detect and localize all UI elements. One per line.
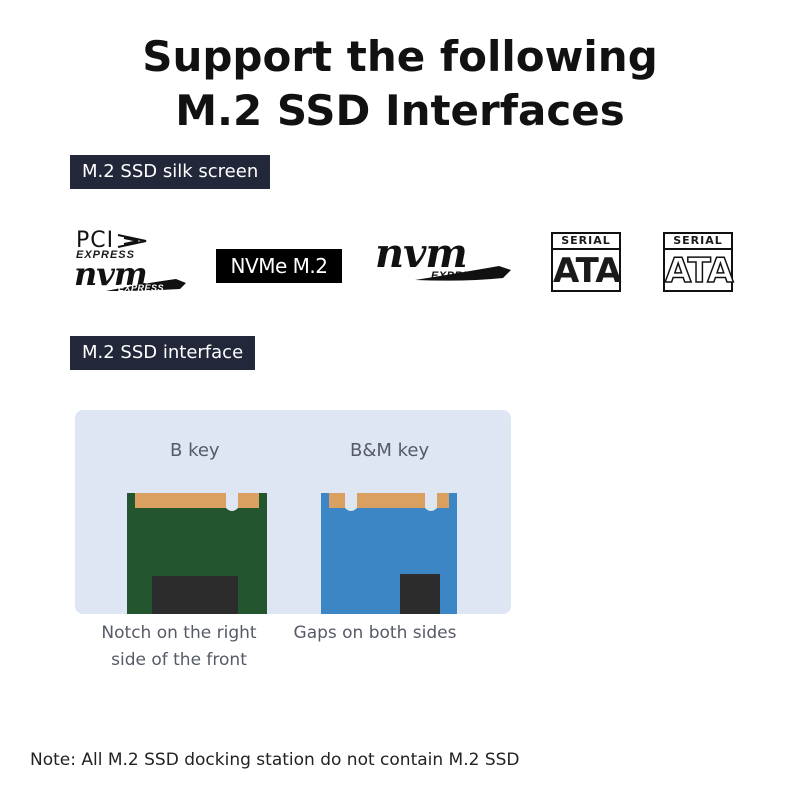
footer-note: Note: All M.2 SSD docking station do not…	[30, 750, 520, 770]
b-key-board	[127, 493, 267, 614]
nvm-express-logo: nvm EXPRESS	[375, 230, 515, 286]
pci-express-text: EXPRESS	[76, 249, 135, 261]
serial-ata-outline-logo: SERIAL ATA	[663, 232, 734, 292]
pci-brand-text: PCI	[76, 228, 115, 253]
page-title: Support the following M.2 SSD Interfaces	[0, 30, 800, 138]
b-key-caption-line-1: Notch on the right	[101, 623, 257, 643]
bm-key-caption: Gaps on both sides	[286, 620, 464, 647]
serial-ata-outline-top-text: SERIAL	[665, 234, 731, 250]
nvm-express-text: EXPRESS	[431, 270, 487, 282]
silk-screen-tag: M.2 SSD silk screen	[70, 155, 271, 189]
pci-express-nvm-logo: PCI EXPRESS nvm EXPRESS	[74, 228, 191, 295]
bm-key-label: B&M key	[350, 440, 430, 461]
b-key-label: B key	[170, 440, 220, 461]
pci-arrows-icon	[117, 233, 147, 248]
serial-ata-logo: SERIAL ATA	[551, 232, 622, 292]
bm-key-caption-line-1: Gaps on both sides	[293, 623, 457, 643]
bm-key-board	[321, 493, 457, 614]
interface-tag: M.2 SSD interface	[70, 336, 256, 370]
serial-ata-main-text: ATA	[553, 251, 622, 291]
serial-ata-top-text: SERIAL	[553, 234, 619, 250]
nvm-swoosh-icon	[106, 279, 186, 291]
b-key-caption-line-2: side of the front	[111, 650, 247, 670]
nvme-m2-logo: NVMe M.2	[216, 249, 342, 283]
title-line-2: M.2 SSD Interfaces	[175, 86, 625, 135]
b-key-caption: Notch on the right side of the front	[92, 620, 266, 674]
nvm-word: nvm	[375, 230, 468, 277]
pci-nvm-express-text: EXPRESS	[118, 283, 165, 293]
serial-ata-outline-main-text: ATA	[664, 250, 734, 292]
nvm-express-swoosh-icon	[415, 266, 511, 281]
interface-illustration-panel	[75, 410, 511, 614]
title-line-1: Support the following	[142, 32, 658, 81]
m2-key-illustration	[127, 493, 457, 614]
